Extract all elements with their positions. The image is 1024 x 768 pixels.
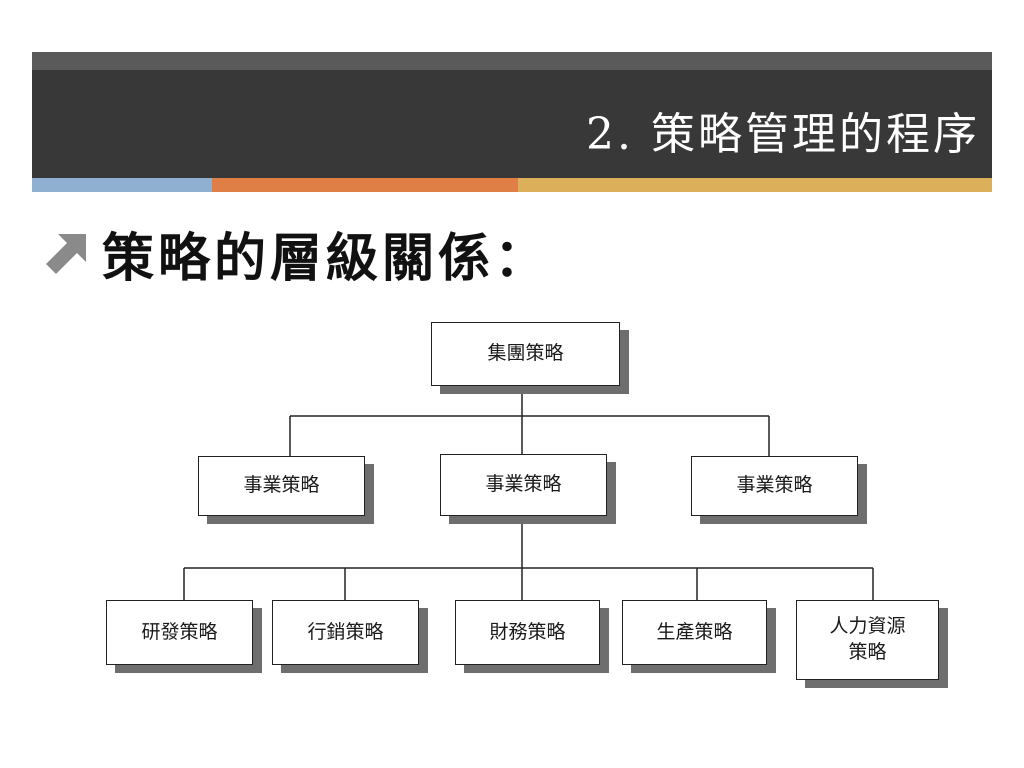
business-strategy-label: 事業策略 [243, 474, 320, 497]
functional-strategy-label: 行銷策略 [307, 620, 384, 643]
bullet-text: 策略的層級關係： [102, 228, 551, 289]
functional-strategy-box: 財務策略 [455, 600, 600, 665]
functional-strategy-label: 生產策略 [656, 620, 733, 643]
functional-strategy-label-line1: 人力資源 [829, 615, 906, 638]
functional-strategy-label-line2: 策略 [848, 641, 887, 663]
northeast-arrow-icon [46, 234, 86, 274]
functional-strategy-box: 研發策略 [106, 600, 253, 665]
functional-strategy-box: 行銷策略 [272, 600, 419, 665]
business-strategy-label: 事業策略 [736, 474, 813, 497]
business-strategy-box: 事業策略 [440, 454, 607, 516]
group-strategy-label: 集團策略 [487, 342, 564, 365]
business-strategy-box: 事業策略 [691, 456, 858, 516]
functional-strategy-label: 財務策略 [489, 620, 566, 643]
accent-stripe-blue [32, 178, 212, 192]
accent-stripe-gold [518, 178, 992, 192]
business-strategy-box: 事業策略 [198, 456, 365, 516]
functional-strategy-box: 生產策略 [622, 600, 767, 665]
title-band: 2. 策略管理的程序 [32, 52, 992, 178]
functional-strategy-label: 研發策略 [141, 620, 218, 643]
functional-strategy-label: 人力資源 策略 [829, 614, 905, 665]
accent-stripe-orange [212, 178, 518, 192]
slide-title: 2. 策略管理的程序 [586, 109, 980, 160]
title-band-top [32, 52, 992, 70]
functional-strategy-box: 人力資源 策略 [796, 600, 939, 680]
business-strategy-label: 事業策略 [485, 473, 562, 496]
group-strategy-box: 集團策略 [431, 322, 620, 386]
